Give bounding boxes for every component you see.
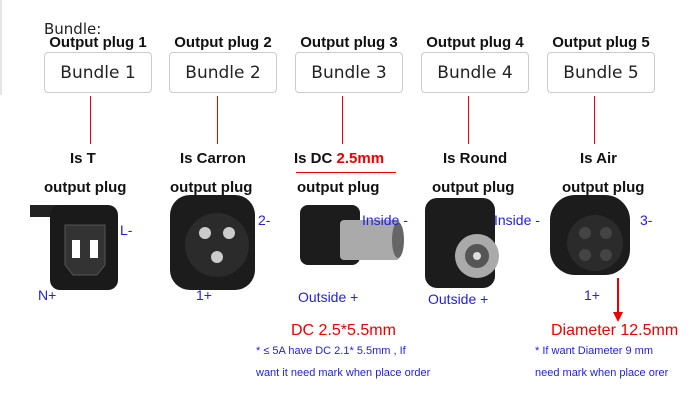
plug-4-type: Is Round: [443, 150, 508, 167]
plug-3-type-size: 2.5mm: [336, 150, 385, 167]
plug-2-type: Is Carron: [180, 150, 246, 167]
plug-5-type: Is Air: [580, 150, 617, 167]
carron-plug-image: [170, 195, 255, 290]
plug-title-1: Output plug 1: [49, 34, 147, 51]
left-border: [0, 0, 2, 95]
dc-note-2: want it need mark when place order: [256, 367, 431, 379]
pin-label: Inside -: [494, 212, 540, 228]
arrow-down-icon: [613, 278, 623, 322]
pin-label: N+: [38, 287, 57, 303]
pin-label: Inside -: [362, 212, 408, 228]
bundle-label: Bundle:: [44, 20, 102, 38]
bundle-4-button[interactable]: Bundle 4: [421, 52, 529, 93]
pin-label: 3-: [640, 212, 653, 228]
pointer-line: [594, 96, 595, 144]
air-note-2: need mark when place orer: [535, 367, 669, 379]
bundle-5-button[interactable]: Bundle 5: [547, 52, 655, 93]
underline: [296, 172, 396, 173]
dc-plug-image: [300, 205, 404, 265]
air-plug-image: [550, 195, 630, 275]
plug-1-type: Is T: [70, 150, 96, 167]
pointer-line: [342, 96, 343, 144]
plug-4-line2: output plug: [432, 179, 515, 196]
pin-label: 1+: [584, 287, 600, 303]
pin-label: Outside +: [298, 289, 359, 305]
bundle-2-button[interactable]: Bundle 2: [169, 52, 277, 93]
pointer-line: [90, 96, 91, 144]
plug-3-type: Is DC 2.5mm: [294, 150, 384, 167]
pointer-line: [217, 96, 218, 144]
plug-1-line2: output plug: [44, 179, 127, 196]
pin-label: Outside +: [428, 291, 489, 307]
air-note-1: * If want Diameter 9 mm: [535, 345, 653, 357]
plug-title-5: Output plug 5: [552, 34, 650, 51]
plug-3-line2: output plug: [297, 179, 380, 196]
plug-5-line2: output plug: [562, 179, 645, 196]
plug-title-2: Output plug 2: [174, 34, 272, 51]
air-spec: Diameter 12.5mm: [551, 322, 679, 339]
plug-2-line2: output plug: [170, 179, 253, 196]
plug-3-type-prefix: Is DC: [294, 150, 333, 167]
round-plug-image: [425, 198, 499, 288]
dc-spec: DC 2.5*5.5mm: [291, 322, 396, 339]
t-plug-image: [30, 205, 118, 290]
plug-title-4: Output plug 4: [426, 34, 524, 51]
dc-note-1: * ≤ 5A have DC 2.1* 5.5mm , If: [256, 345, 406, 357]
pin-label: 1+: [196, 287, 212, 303]
bundle-1-button[interactable]: Bundle 1: [44, 52, 152, 93]
pin-label: 2-: [258, 212, 271, 228]
bundle-3-button[interactable]: Bundle 3: [295, 52, 403, 93]
pin-label: L-: [120, 222, 133, 238]
pointer-line: [468, 96, 469, 144]
plug-title-3: Output plug 3: [300, 34, 398, 51]
